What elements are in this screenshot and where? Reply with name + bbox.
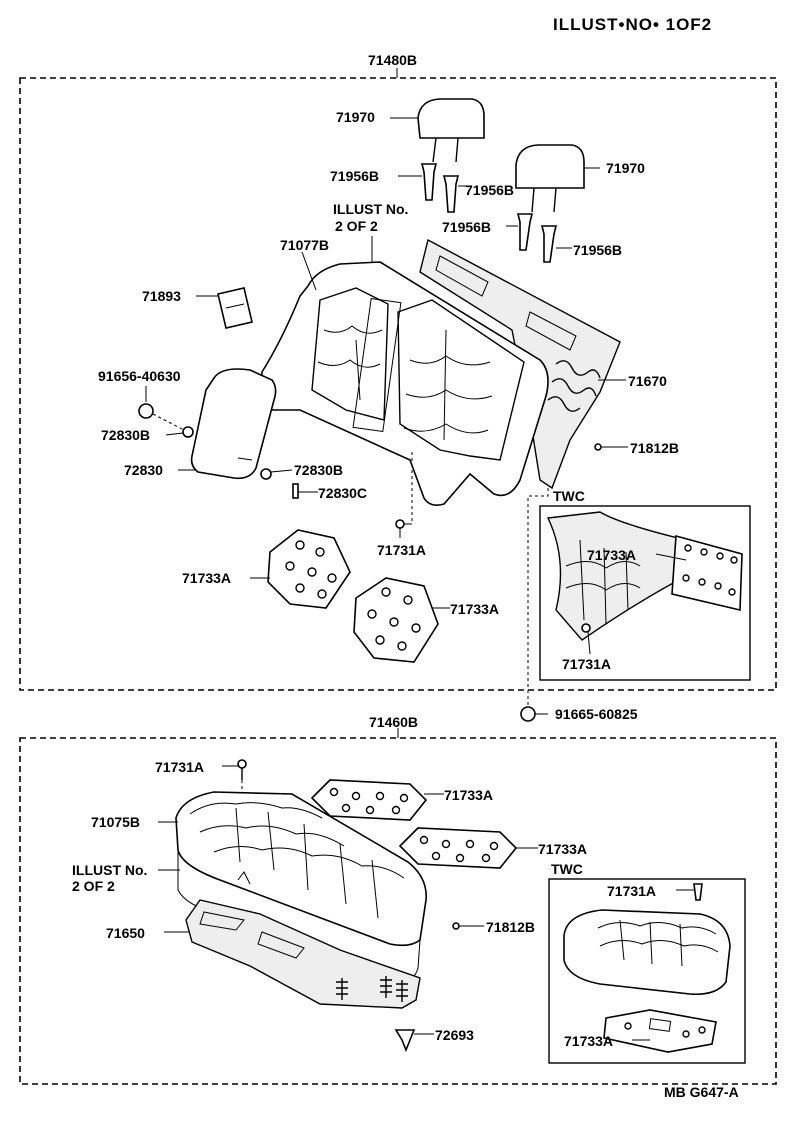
label-twc-upper: TWC [553,488,585,504]
label-71812b-lower: 71812B [486,919,535,935]
fastener-71731a-lower [237,759,247,780]
label-71731a-twc-upper: 71731A [562,656,611,672]
clip-71812b-upper-icon [594,443,602,451]
bolt-91656-icon [138,403,154,419]
label-71650: 71650 [106,925,145,941]
label-2-of-2-upper: 2 OF 2 [335,218,378,234]
clip-71812b-lower-icon [452,922,460,930]
label-2-of-2-lower: 2 OF 2 [72,878,115,894]
label-72830c: 72830C [318,485,367,501]
pad-71733a-lower-bottom [398,827,518,869]
label-71733a-b: 71733A [450,601,499,617]
pad-71733a-right [353,577,439,663]
label-illust-no-upper: ILLUST No. [333,201,408,217]
lower-group: 71460B 71731A 71733A [19,714,777,1085]
assembly-71480b: 71480B [368,52,417,68]
illust-number: ILLUST•NO• 1OF2 [553,15,712,34]
armrest [190,368,277,480]
label-71956b-c: 71956B [442,219,491,235]
seatback-cushion [259,261,549,506]
label-twc-lower: TWC [551,861,583,877]
twc-inset-lower: TWC 71731A 71733A [548,861,746,1064]
label-71956b-d: 71956B [573,242,622,258]
label-71731a-lower: 71731A [155,759,204,775]
label-71970-b: 71970 [606,160,645,176]
label-71893: 71893 [142,288,181,304]
twc-inset-upper: TWC 71733A 71731A [539,488,751,681]
label-71077b: 71077B [280,237,329,253]
label-illust-no-lower: ILLUST No. [72,862,147,878]
upper-group-frame [19,77,777,691]
clip-72830b-upper-icon [182,426,194,438]
label-72830b-b: 72830B [294,462,343,478]
label-71670: 71670 [628,373,667,389]
label-71733a-a: 71733A [182,570,231,586]
label-71733a-lower-b: 71733A [538,841,587,857]
label-71812b-upper: 71812B [630,440,679,456]
twc-inset-upper-frame [539,505,751,681]
diagram-code: MB G647-A [664,1084,739,1100]
label-72830b-a: 72830B [101,427,150,443]
twc-inset-lower-frame [548,878,746,1064]
headrest-support-3 [516,213,534,251]
label-plate [217,287,253,329]
pad-71733a-left [267,529,351,609]
label-72693: 72693 [435,1027,474,1043]
label-71970-a: 71970 [336,109,375,125]
pad-71733a-lower-top [310,779,428,821]
label-71956b-b: 71956B [465,182,514,198]
label-71956b-a: 71956B [330,168,379,184]
upper-group: 71480B 71970 71970 71956B 71956B [19,52,777,706]
label-71075b: 71075B [91,814,140,830]
label-91665-60825: 91665-60825 [555,706,638,722]
headrest-support-2 [442,175,460,213]
seat-cushion [175,791,427,982]
pin-72830c [292,483,299,499]
clip-72830b-lower-icon [260,468,272,480]
headrest-left [417,98,485,163]
label-71733a-lower-a: 71733A [444,787,493,803]
fastener-71731a-icon [395,519,405,529]
clip-72693 [394,1029,416,1053]
headrest-support-4 [540,225,558,263]
headrest-right [515,144,585,213]
label-71731a-upper: 71731A [377,542,426,558]
bolt-91665-icon [520,706,536,722]
label-71733a-twc-upper: 71733A [587,547,636,563]
label-71731a-twc-lower: 71731A [607,883,656,899]
label-91656-40630: 91656-40630 [98,368,181,384]
label-71733a-twc-lower: 71733A [564,1033,613,1049]
lower-group-frame [19,737,777,1085]
assembly-71460b: 71460B [369,714,418,730]
seat-frame [185,899,421,1009]
headrest-support-1 [420,163,438,201]
label-72830: 72830 [124,462,163,478]
